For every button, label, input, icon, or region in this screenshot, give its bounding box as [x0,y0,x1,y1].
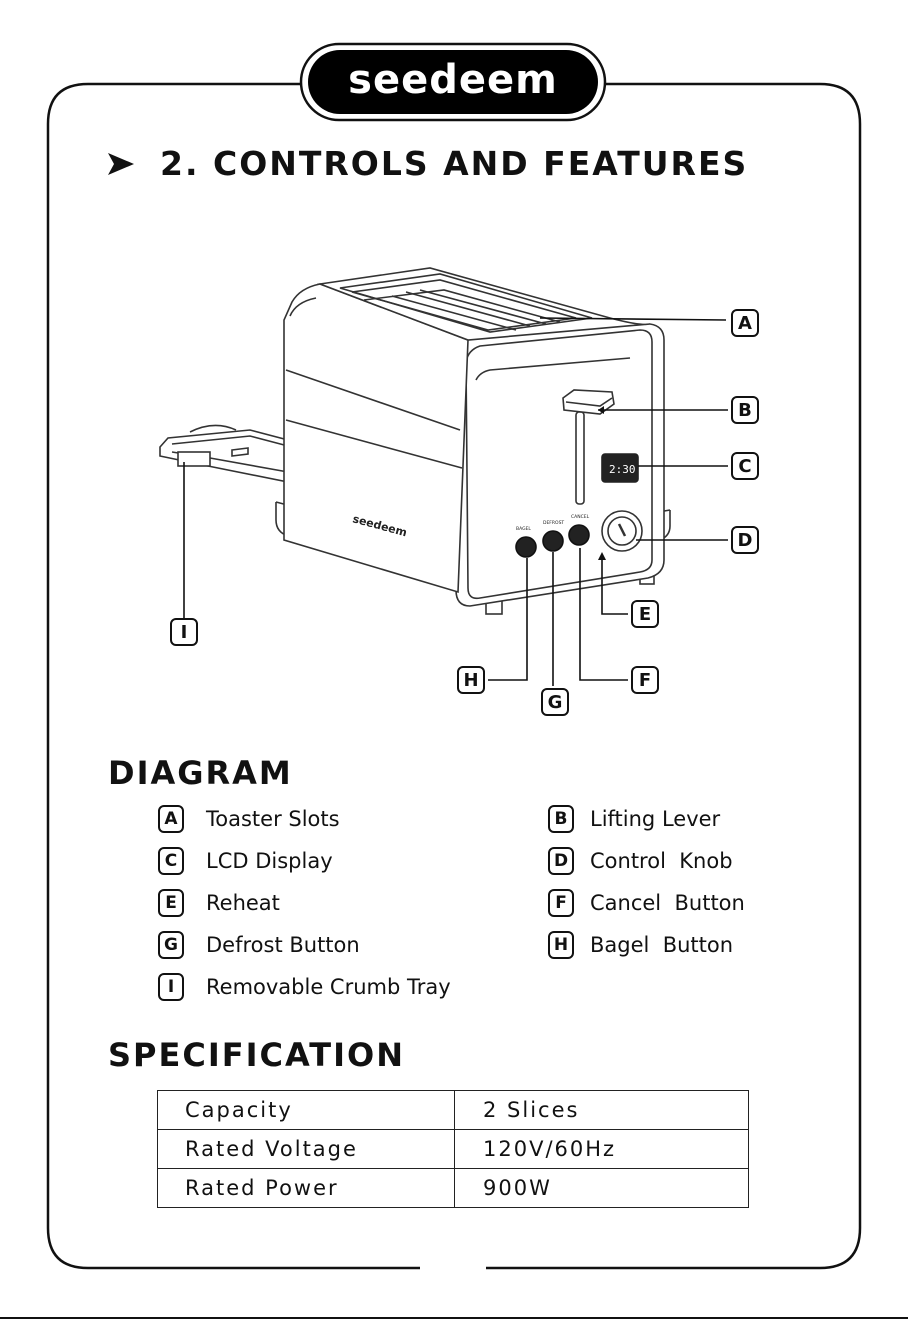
bagel-label: BAGEL [516,526,531,532]
spec-value: 120V/60Hz [454,1129,749,1169]
legend-item: F Cancel Button [548,887,745,919]
defrost-label: DEFROST [543,520,564,526]
table-row: Rated Power 900W [157,1168,749,1208]
legend-item: G Defrost Button [158,929,360,961]
section-title: 2. CONTROLS AND FEATURES [108,144,748,183]
table-row: Capacity 2 Slices [157,1090,749,1130]
diagram-heading: DIAGRAM [108,754,293,792]
legend-letter: A [158,805,184,833]
spec-value: 2 Slices [454,1090,749,1130]
legend-item: I Removable Crumb Tray [158,971,451,1003]
legend-label: Defrost Button [206,933,360,957]
spec-name: Rated Voltage [157,1129,455,1169]
spec-value: 900W [454,1168,749,1208]
legend-item: B Lifting Lever [548,803,720,835]
legend-label: Bagel Button [590,933,734,957]
defrost-button [542,530,564,552]
specification-table: Capacity 2 Slices Rated Voltage 120V/60H… [157,1090,749,1208]
legend-letter: I [158,973,184,1001]
legend-letter: D [548,847,574,875]
legend-label: Lifting Lever [590,807,721,831]
lcd-display [601,453,639,483]
callout-b: B [731,396,759,424]
callout-d: D [731,526,759,554]
arrow-right-icon [108,151,134,177]
toaster-illustration: seedeem 2:30 BAGEL DEFROST CANCEL [159,267,728,686]
callout-f: F [631,666,659,694]
legend-label: Cancel Button [590,891,745,915]
lcd-time: 2:30 [609,463,636,476]
legend-letter: C [158,847,184,875]
spec-name: Capacity [157,1090,455,1130]
legend-item: H Bagel Button [548,929,733,961]
legend-letter: F [548,889,574,917]
brand-name: seedeem [348,57,558,103]
legend-label: Toaster Slots [206,807,340,831]
legend-item: E Reheat [158,887,280,919]
legend-letter: H [548,931,574,959]
brand-logo: seedeem [308,50,598,114]
cancel-button-graphic [568,524,590,546]
bagel-button [515,536,537,558]
toaster-body-side [283,283,469,594]
callout-h: H [457,666,485,694]
callout-i: I [170,618,198,646]
legend-label: Control Knob [590,849,733,873]
specification-heading: SPECIFICATION [108,1036,405,1074]
cancel-label: CANCEL [571,514,590,520]
legend-item: C LCD Display [158,845,333,877]
legend-letter: B [548,805,574,833]
legend-letter: G [158,931,184,959]
legend-label: LCD Display [206,849,333,873]
section-title-text: 2. CONTROLS AND FEATURES [160,144,749,183]
legend-label: Reheat [206,891,280,915]
legend-letter: E [158,889,184,917]
legend-label: Removable Crumb Tray [206,975,451,999]
spec-name: Rated Power [157,1168,455,1208]
callout-c: C [731,452,759,480]
callout-e: E [631,600,659,628]
table-row: Rated Voltage 120V/60Hz [157,1129,749,1169]
legend-item: A Toaster Slots [158,803,340,835]
legend-item: D Control Knob [548,845,733,877]
callout-g: G [541,688,569,716]
callout-a: A [731,309,759,337]
